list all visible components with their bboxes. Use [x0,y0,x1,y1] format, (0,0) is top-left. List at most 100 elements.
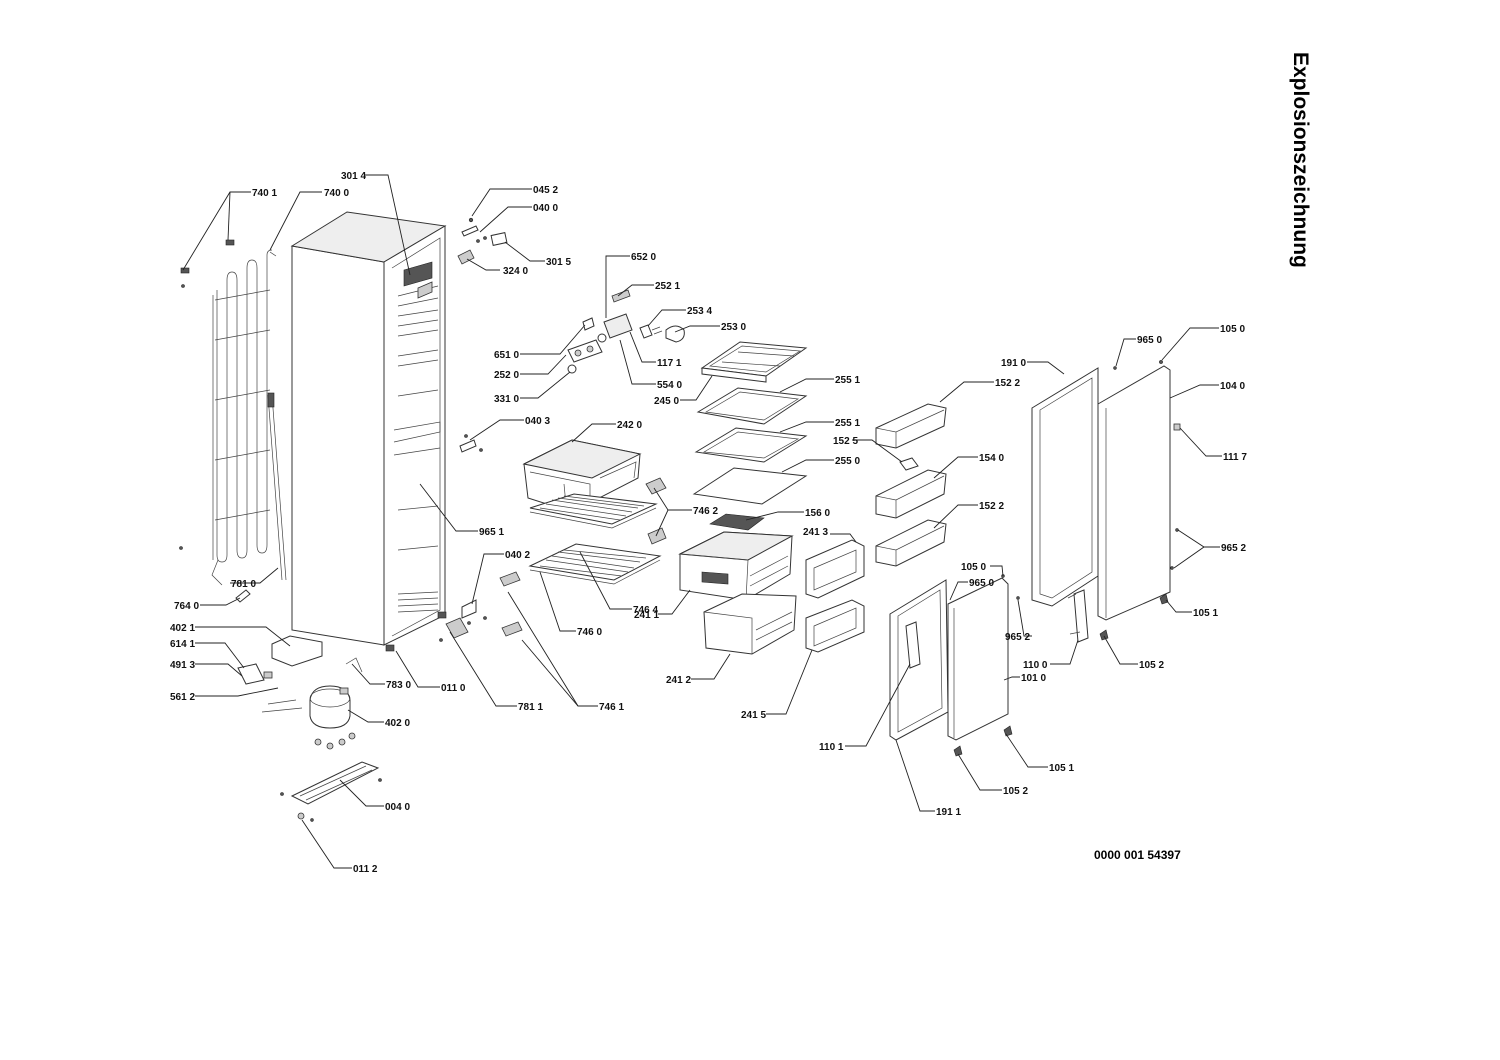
label-651-0: 651 0 [494,350,519,361]
top-hinge-parts [457,217,508,265]
label-191-1: 191 1 [936,807,961,818]
label-045-2: 045 2 [533,185,558,196]
drawing-title: Explosionszeichnung [1289,52,1312,268]
label-117-1: 117 1 [657,358,682,369]
pipe-783-0 [345,657,363,673]
door-rack-152-2-bottom [875,519,947,567]
label-242-0: 242 0 [617,420,642,431]
label-965-2-upper: 965 2 [1221,543,1246,554]
connector-491-3 [263,671,273,679]
label-402-1: 402 1 [170,623,195,634]
label-040-3: 040 3 [525,416,550,427]
label-965-1: 965 1 [479,527,504,538]
label-301-4: 301 4 [341,171,366,182]
label-105-2-upper: 105 2 [1139,660,1164,671]
label-781-0: 781 0 [231,579,256,590]
label-105-0-lower: 105 0 [961,562,986,573]
label-110-0: 110 0 [1023,660,1048,671]
drawer-241-1 [678,531,794,601]
label-105-2-lower: 105 2 [1003,786,1028,797]
label-011-0: 011 0 [441,683,466,694]
label-111-7: 111 7 [1223,452,1247,463]
label-652-0: 652 0 [631,252,656,263]
compressor-tray-402-1 [271,635,323,667]
label-104-0: 104 0 [1220,381,1245,392]
egg-tray-152-5 [899,457,919,471]
label-491-3: 491 3 [170,660,195,671]
label-253-0: 253 0 [721,322,746,333]
label-040-2: 040 2 [505,550,530,561]
drawer-241-2 [703,593,797,655]
lower-door-101-0 [947,574,1020,757]
label-105-0-upper: 105 0 [1220,324,1245,335]
shelf-245-0 [700,341,808,383]
part-labels: 740 1 740 0 301 4 045 2 040 0 324 0 301 … [170,171,1247,875]
label-331-0: 331 0 [494,394,519,405]
gasket-191-0 [1031,367,1099,607]
label-965-0-lower: 965 0 [969,578,994,589]
label-241-3: 241 3 [803,527,828,538]
label-255-1-upper: 255 1 [835,375,860,386]
base-plate-004-0 [280,761,382,805]
label-740-1: 740 1 [252,188,277,199]
label-152-5: 152 5 [833,436,858,447]
label-154-0: 154 0 [979,453,1004,464]
condenser-part [211,249,277,586]
label-191-0: 191 0 [1001,358,1026,369]
label-746-2: 746 2 [693,506,718,517]
wire-shelf-746-0 [528,543,662,585]
wire-shelf-746-4 [529,493,658,529]
refrigerator-cabinet [290,211,447,652]
label-245-0: 245 0 [654,396,679,407]
compressor-402-0 [261,685,356,750]
drawer-156-0-cover [709,513,765,531]
control-light-assembly [567,289,685,374]
label-252-0: 252 0 [494,370,519,381]
label-252-1: 252 1 [655,281,680,292]
label-781-1: 781 1 [518,702,543,713]
drawer-front-241-5 [805,599,865,653]
label-965-0-upper: 965 0 [1137,335,1162,346]
label-561-2: 561 2 [170,692,195,703]
middle-hinge-part [459,434,483,453]
label-255-0: 255 0 [835,456,860,467]
relay-614-1 [237,663,265,685]
door-rack-154-0 [875,469,947,519]
label-241-2: 241 2 [666,675,691,686]
label-746-0: 746 0 [577,627,602,638]
label-241-1: 241 1 [634,610,659,621]
label-614-1: 614 1 [170,639,195,650]
label-965-2-lower: 965 2 [1005,632,1030,643]
label-253-4: 253 4 [687,306,712,317]
label-101-0: 101 0 [1021,673,1046,684]
label-324-0: 324 0 [503,266,528,277]
label-746-4: 746 4 [633,605,658,616]
label-554-0: 554 0 [657,380,682,391]
label-110-1: 110 1 [819,742,844,753]
label-105-1-upper: 105 1 [1193,608,1218,619]
label-040-0: 040 0 [533,203,558,214]
label-301-5: 301 5 [546,257,571,268]
label-255-1-lower: 255 1 [835,418,860,429]
label-105-1-lower: 105 1 [1049,763,1074,774]
label-011-2: 011 2 [353,864,378,875]
label-152-2-top: 152 2 [995,378,1020,389]
drawer-front-241-3 [805,539,865,599]
freezer-drawer-242-0 [522,439,642,513]
lower-hinge-part [439,599,487,642]
shelf-255-1-upper [696,387,808,425]
screw-011-2 [297,812,314,822]
label-746-1: 746 1 [599,702,624,713]
label-156-0: 156 0 [805,508,830,519]
rail-clips-746 [499,477,667,637]
door-rack-152-2-top [875,403,947,449]
handle-110-0 [1067,589,1089,643]
label-004-0: 004 0 [385,802,410,813]
screw-740-1 [179,239,235,550]
label-241-5: 241 5 [741,710,766,721]
label-402-0: 402 0 [385,718,410,729]
handle-110-1 [905,621,921,669]
drain-pipe-part [235,392,287,603]
shelf-255-0 [692,467,808,505]
